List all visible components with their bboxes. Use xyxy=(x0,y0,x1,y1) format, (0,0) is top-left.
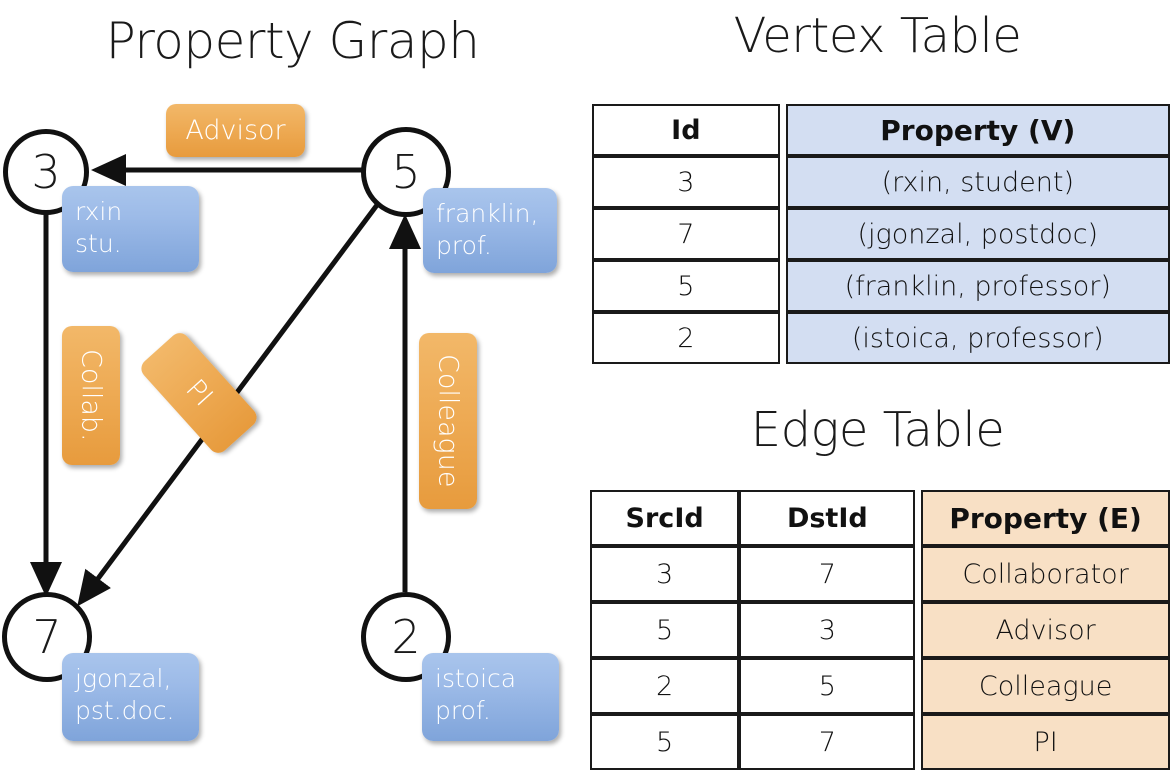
vertex-cell-id: 5 xyxy=(592,260,780,312)
node-property-role-jgonzal: pst.doc. xyxy=(75,696,175,725)
vertex-table-header-row: Id Property (V) xyxy=(592,104,1170,156)
page-title-vertex-table: Vertex Table xyxy=(733,8,1022,64)
edge-cell-property: PI xyxy=(921,714,1170,770)
edge-label-advisor[interactable]: Advisor xyxy=(166,104,305,157)
edge-cell-property: Collaborator xyxy=(921,546,1170,602)
table-row[interactable]: 7 (jgonzal, postdoc) xyxy=(592,208,1170,260)
node-property-box-franklin[interactable]: franklin, prof. xyxy=(423,188,557,273)
edge-cell-dstid: 7 xyxy=(739,546,916,602)
table-row[interactable]: 3 7 Collaborator xyxy=(590,546,1170,602)
vertex-cell-property: (istoica, professor) xyxy=(785,312,1170,364)
graph-node-5-label: 5 xyxy=(391,145,421,199)
graph-node-7-label: 7 xyxy=(32,610,62,664)
edge-cell-srcid: 2 xyxy=(590,658,740,714)
vertex-cell-id: 3 xyxy=(592,156,780,208)
edge-table-header-dstid: DstId xyxy=(739,490,916,546)
vertex-cell-id: 2 xyxy=(592,312,780,364)
node-property-role-rxin: stu. xyxy=(75,229,122,258)
node-property-role-istoica: prof. xyxy=(435,696,491,725)
node-property-name-istoica: istoica xyxy=(435,664,517,693)
node-property-role-franklin: prof. xyxy=(436,231,492,260)
edge-cell-property: Advisor xyxy=(921,602,1170,658)
edge-table: SrcId DstId Property (E) 3 7 Collaborato… xyxy=(590,490,1170,770)
edge-cell-dstid: 5 xyxy=(739,658,916,714)
edge-table-header-property: Property (E) xyxy=(921,490,1170,546)
table-row[interactable]: 5 3 Advisor xyxy=(590,602,1170,658)
table-row[interactable]: 2 (istoica, professor) xyxy=(592,312,1170,364)
edge-cell-dstid: 3 xyxy=(739,602,916,658)
edge-cell-property: Colleague xyxy=(921,658,1170,714)
node-property-box-istoica[interactable]: istoica prof. xyxy=(422,653,559,741)
vertex-table: Id Property (V) 3 (rxin, student) 7 (jgo… xyxy=(592,104,1170,364)
vertex-table-header-id: Id xyxy=(592,104,780,156)
table-row[interactable]: 5 7 PI xyxy=(590,714,1170,770)
vertex-cell-id: 7 xyxy=(592,208,780,260)
edge-cell-srcid: 3 xyxy=(590,546,740,602)
edge-label-colleague[interactable]: Colleague xyxy=(419,333,477,509)
vertex-cell-property: (jgonzal, postdoc) xyxy=(785,208,1170,260)
node-property-box-jgonzal[interactable]: jgonzal, pst.doc. xyxy=(62,653,199,741)
edge-cell-srcid: 5 xyxy=(590,714,740,770)
edge-table-header-row: SrcId DstId Property (E) xyxy=(590,490,1170,546)
page-title-property-graph: Property Graph xyxy=(105,12,480,70)
edge-cell-srcid: 5 xyxy=(590,602,740,658)
page-title-edge-table: Edge Table xyxy=(750,402,1005,458)
node-property-box-rxin[interactable]: rxin stu. xyxy=(62,186,199,272)
graph-node-2[interactable]: 2 xyxy=(361,592,451,682)
edge-label-collab[interactable]: Collab. xyxy=(62,326,120,465)
edge-cell-dstid: 7 xyxy=(739,714,916,770)
vertex-cell-property: (rxin, student) xyxy=(785,156,1170,208)
table-row[interactable]: 2 5 Colleague xyxy=(590,658,1170,714)
table-row[interactable]: 3 (rxin, student) xyxy=(592,156,1170,208)
graph-node-3-label: 3 xyxy=(31,145,61,199)
node-property-name-franklin: franklin, xyxy=(436,199,539,228)
vertex-table-header-property: Property (V) xyxy=(785,104,1170,156)
node-property-name-jgonzal: jgonzal, xyxy=(75,664,172,693)
table-row[interactable]: 5 (franklin, professor) xyxy=(592,260,1170,312)
node-property-name-rxin: rxin xyxy=(75,197,123,226)
edge-table-header-srcid: SrcId xyxy=(590,490,740,546)
vertex-cell-property: (franklin, professor) xyxy=(785,260,1170,312)
graph-node-2-label: 2 xyxy=(391,610,421,664)
